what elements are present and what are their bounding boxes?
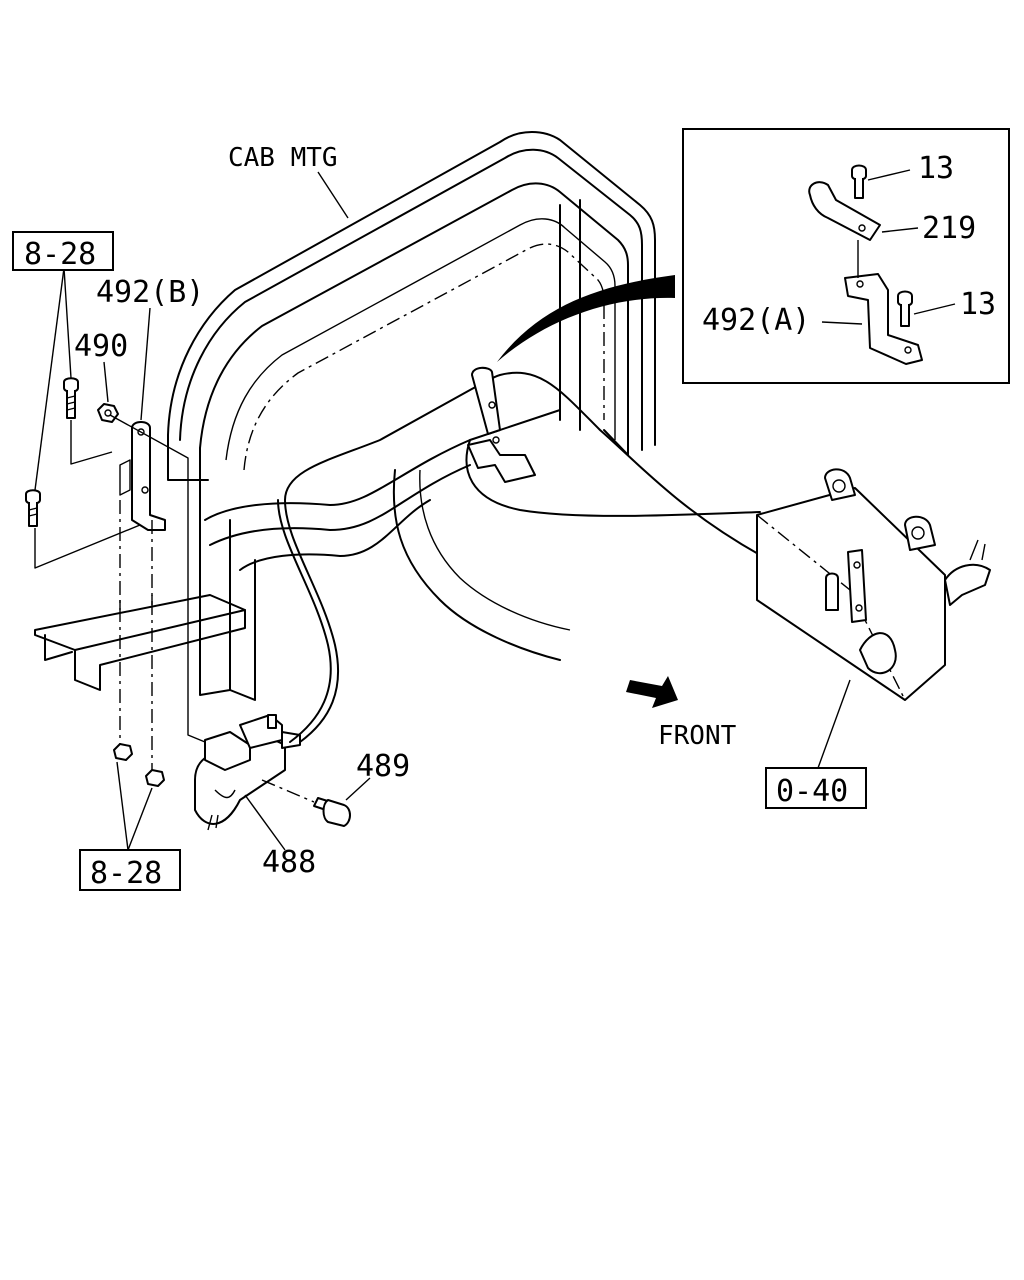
label-490: 490: [74, 329, 128, 364]
label-489: 489: [356, 749, 410, 784]
control-box: [756, 468, 991, 701]
bolt-lower-left: [25, 489, 41, 527]
label-cab-mtg: CAB MTG: [228, 143, 338, 173]
ref-box-0-40: [765, 767, 867, 809]
ref-box-8-28-bottom: [79, 849, 181, 891]
label-492a: 492(A): [702, 303, 810, 338]
frame-rail: [34, 594, 246, 691]
cable: [277, 371, 826, 743]
label-13-mid: 13: [960, 287, 996, 322]
ref-box-8-28-top: [12, 231, 114, 271]
detail-leader-wedge: [497, 275, 675, 362]
label-front: FRONT: [658, 721, 737, 751]
ref-8-28-top: 8-28: [24, 237, 96, 272]
ref-0-40: 0-40: [776, 774, 848, 809]
label-13-top: 13: [918, 151, 954, 186]
assembly-lines-left: [34, 414, 206, 770]
cab-outline: [167, 131, 761, 701]
bolt-489: [261, 779, 351, 827]
label-492b: 492(B): [96, 275, 204, 310]
bracket-492b: [119, 421, 166, 531]
sensor-488: [194, 714, 301, 831]
nut-490: [97, 403, 119, 423]
nut-lower-1: [113, 743, 133, 761]
detail-inset: [682, 128, 1010, 384]
front-arrow: [626, 676, 678, 708]
leader-lines: [34, 169, 956, 851]
label-219: 219: [922, 211, 976, 246]
label-488: 488: [262, 845, 316, 880]
ref-8-28-bottom: 8-28: [90, 856, 162, 891]
nut-lower-2: [145, 769, 165, 787]
bolt-upper-left: [63, 377, 79, 419]
cable-clip: [467, 366, 536, 483]
